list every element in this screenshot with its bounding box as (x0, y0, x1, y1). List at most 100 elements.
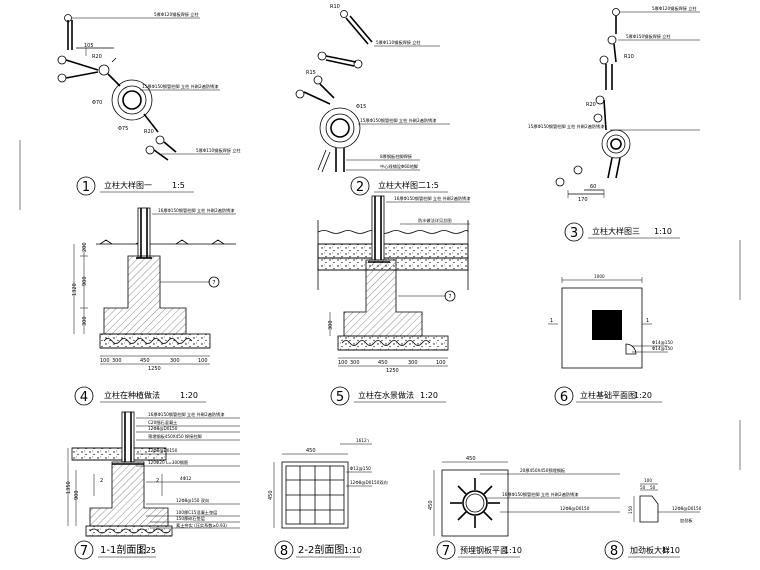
dim-5-4: 450 (378, 360, 388, 366)
note-9-1: 20厚450X450预埋钢板 (520, 467, 566, 474)
drawing-number: 2 (356, 180, 364, 195)
drawing-7-section-1-1: 16厚Φ150钢管柱脚 立柱 外刷2遍防锈漆 C20细石混凝土 12Φ8@D01… (66, 411, 240, 560)
dim-3-4: 60 (590, 184, 596, 190)
column-base-block (592, 310, 622, 340)
drawing-number-badge (554, 386, 574, 406)
note-2-2: 15厚Φ150钢管柱脚 立柱 外刷2遍防锈漆 (360, 117, 436, 124)
dim-9-1: 450 (466, 456, 476, 462)
note-5-1: 16厚Φ150钢管柱脚 立柱 外刷2遍防锈漆 (394, 195, 470, 202)
drawing-number-badge (436, 540, 456, 560)
drawing-title: 加劲板大样 (630, 545, 670, 555)
detail-ref: 7 (212, 280, 215, 286)
drawing-number-badge (350, 176, 370, 196)
note-9-3: 12Φ8@D0150 (560, 506, 590, 511)
drawing-scale: 1:10 (662, 546, 680, 555)
note-2-3: 8厚钢板柱脚焊接 (380, 153, 413, 160)
dim-8-2: 450 (268, 490, 274, 500)
note-4-1: 16厚Φ150钢管柱脚 立柱 外刷2遍防锈漆 (158, 207, 234, 214)
dim-2-1: R10 (330, 4, 340, 10)
drawing-title: 立柱大样图一 (104, 180, 152, 190)
section-mark-right: 2 (156, 478, 159, 484)
note-8-2: Φ12@150 (350, 466, 371, 471)
section-2-2-outline (281, 461, 349, 529)
dim-5-6: 100 (436, 360, 446, 366)
embedded-plate-outline (441, 469, 509, 537)
waterscape-section-linework (317, 195, 469, 351)
drawing-number: 7 (80, 544, 88, 559)
drawing-5-column-in-waterscape: 16厚Φ150钢管柱脚 立柱 外刷2遍防锈漆 防水做法详见总图 7 300 10… (317, 195, 470, 406)
dim-5-7: 1250 (386, 368, 399, 374)
dim-5-2: 100 (338, 360, 348, 366)
section-mark-left: 2 (100, 478, 103, 484)
dim-1-5: Φ75 (118, 126, 128, 132)
dim-10-2: 50 (640, 485, 646, 490)
dim-4-4: 300 (82, 316, 88, 326)
dim-4-9: 100 (198, 358, 208, 364)
waterscape-dimension-lines (329, 201, 470, 367)
note-8-1: 16ר12 (356, 438, 369, 443)
drawing-3-column-detail-three: 5厚Φ120钢板焊接 立柱 5厚Φ150钢板焊接 立柱 15厚Φ150钢管柱脚 … (528, 5, 700, 242)
dim-6-1: 1000 (594, 274, 605, 279)
drawing-number-badge (74, 386, 94, 406)
drawing-number: 1 (82, 180, 90, 195)
note-2-1: 5厚Φ110钢板焊接 立柱 (376, 39, 421, 46)
note-3-2: 5厚Φ150钢板焊接 立柱 (626, 33, 671, 40)
planting-section-linework (96, 207, 236, 349)
drawing-number: 6 (560, 390, 568, 405)
dim-4-7: 450 (140, 358, 150, 364)
note-7-1: 16厚Φ150钢管柱脚 立柱 外刷2遍防锈漆 (148, 411, 224, 418)
drawing-number-badge (604, 540, 624, 560)
detail-one-linework (57, 14, 177, 161)
drawing-title: 立柱大样图三 (592, 226, 640, 236)
dim-10-3: 50 (650, 485, 656, 490)
drawing-number: 3 (570, 226, 578, 241)
dim-3-3: 170 (578, 197, 588, 203)
drawing-9-embedded-plate-plan: 450 450 20厚450X450预埋钢板 16厚Φ150钢管柱脚 立柱 外刷… (428, 456, 620, 560)
note-5-2: 防水做法详见总图 (418, 217, 452, 224)
drawing-title: 预埋钢板平面 (460, 545, 508, 555)
detail-two-linework (295, 10, 373, 173)
dim-5-5: 300 (408, 360, 418, 366)
note-7-10: 150厚碎石垫层 (176, 515, 205, 522)
drawing-number: 8 (280, 544, 288, 559)
dim-4-10: 1250 (148, 366, 161, 372)
dim-4-5: 100 (100, 358, 110, 364)
drawing-number-badge (274, 540, 294, 560)
drawing-scale: 1:25 (138, 546, 156, 555)
dim-7-1: 1350 (66, 481, 72, 494)
note-7-7: 4Φ12 (180, 476, 192, 481)
dim-4-3: 900 (82, 276, 88, 286)
note-7-11: 素土夯实 (压实系数≥0.93) (176, 522, 227, 529)
note-3-3: 15厚Φ150钢管柱脚 立柱 外刷2遍防锈漆 (528, 123, 604, 130)
dim-4-8: 300 (170, 358, 180, 364)
drawing-number-badge (76, 176, 96, 196)
drawing-title: 立柱基础平面图 (580, 390, 636, 400)
dim-1-1: 105 (84, 43, 94, 49)
drawing-number-badge (564, 222, 584, 242)
drawing-number: 8 (610, 544, 618, 559)
dim-7-2: 900 (74, 490, 80, 500)
drawing-number-badge (330, 386, 350, 406)
dim-2-2: R15 (306, 70, 316, 76)
note-6-2: Φ14@150 (652, 346, 673, 351)
dim-8-1: 450 (306, 448, 316, 454)
foundation-outline (561, 287, 643, 369)
dim-2-3: Φ15 (356, 104, 366, 110)
drawing-scale: 1:20 (420, 391, 438, 400)
section-1-1-linework (71, 411, 173, 537)
column-ring-inner (465, 493, 485, 513)
drawing-8-section-2-2: 450 450 16ר12 Φ12@150 12Φ8@D0150双向 8 2-2… (268, 438, 388, 560)
detail-three-linework (555, 8, 631, 198)
dim-3-1: R10 (624, 54, 634, 60)
drawing-scale: 1:20 (180, 391, 198, 400)
dim-1-4: Φ70 (92, 100, 102, 106)
dim-6-3: 1 (550, 318, 553, 324)
planting-dimension-lines (73, 213, 236, 365)
dim-5-3: 300 (350, 360, 360, 366)
drawing-title: 立柱在种植做法 (104, 390, 160, 400)
drawing-scale: 1:5 (172, 181, 185, 190)
section-1-1-leaders (67, 417, 240, 529)
drawing-number: 5 (336, 390, 344, 405)
note-7-4: 预埋钢板450X450 焊接柱脚 (148, 433, 202, 440)
